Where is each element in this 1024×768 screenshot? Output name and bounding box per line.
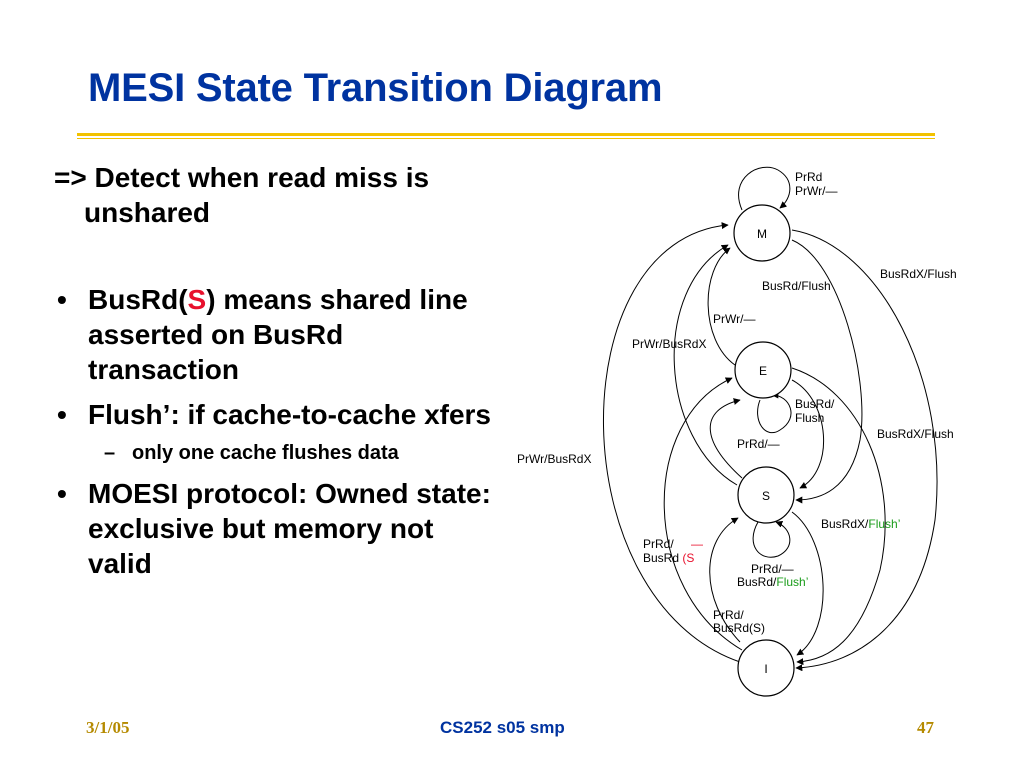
- title-underline: [77, 133, 935, 136]
- bullet-list: => Detect when read miss is unshared • B…: [54, 160, 494, 591]
- arc-s-self: [752, 520, 791, 558]
- state-i-label: I: [764, 662, 767, 676]
- bullet-glyph: •: [57, 284, 67, 315]
- state-i: I: [737, 639, 795, 697]
- footer-date: 3/1/05: [86, 718, 130, 737]
- state-e-label: E: [759, 364, 767, 378]
- label-m-self-2: PrWr/—: [795, 184, 837, 198]
- title-underline-thin: [77, 138, 935, 139]
- transition-labels: PrRd PrWr/— BusRdX/Flush BusRd/Flush PrW…: [517, 170, 957, 635]
- bullet-text-post: ) means shared line asserted on BusRd tr…: [88, 284, 468, 385]
- arc-e-to-s: [791, 379, 825, 489]
- state-m: M: [733, 204, 791, 262]
- bullet-glyph: •: [57, 478, 67, 509]
- arc-m-self: [738, 166, 791, 211]
- state-s-label: S: [762, 489, 770, 503]
- label-e-busrdx-flush: BusRdX/Flush: [877, 427, 954, 441]
- arc-m-to-s-busrd: [791, 239, 863, 504]
- arc-m-to-i-busrdx: [791, 229, 938, 672]
- label-m-busrd-flush: BusRd/Flush: [762, 279, 831, 293]
- arc-e-self: [757, 391, 792, 433]
- label-i-prrd-2: BusRd (S: [643, 551, 694, 565]
- footer-course: CS252 s05 smp: [440, 718, 565, 737]
- bullet-moesi: • MOESI protocol: Owned state: exclusive…: [54, 476, 494, 581]
- arc-e-from-s: [709, 398, 743, 479]
- label-m-busrdx-flush: BusRdX/Flush: [880, 267, 957, 281]
- arc-s-to-m-prwr: [673, 244, 738, 486]
- arc-e-to-i-busrdx: [791, 367, 886, 666]
- label-e-prwr: PrWr/—: [713, 312, 755, 326]
- bullet-glyph: •: [57, 399, 67, 430]
- label-i-prrd-busrd-1: PrRd/: [713, 608, 744, 622]
- arc-s-to-i-busrdx: [791, 511, 824, 656]
- label-s-prwr-busrdx: PrWr/BusRdX: [632, 337, 706, 351]
- arc-i-to-e: [663, 377, 743, 651]
- label-i-prrd-1: PrRd/: [643, 537, 674, 551]
- dash-glyph: –: [104, 442, 116, 464]
- arc-e-to-m-prwr: [707, 247, 736, 366]
- label-e-busrd-1: BusRd/: [795, 397, 835, 411]
- label-m-self-1: PrRd: [795, 170, 822, 184]
- bullet-flush: • Flush’: if cache-to-cache xfers: [54, 397, 494, 432]
- bullet-busrd-shared: • BusRd(S) means shared line asserted on…: [54, 282, 494, 387]
- label-i-prrd-busrd-2: BusRd(S): [713, 621, 765, 635]
- bullet-text-pre: BusRd(: [88, 284, 188, 315]
- intro-text: => Detect when read miss is unshared: [54, 162, 430, 228]
- label-i-prwr-busrdx: PrWr/BusRdX: [517, 452, 591, 466]
- footer-page-number: 47: [917, 718, 934, 737]
- sub-bullet-text: only one cache flushes data: [132, 442, 399, 464]
- state-e: E: [734, 341, 792, 399]
- bullet-text: MOESI protocol: Owned state: exclusive b…: [88, 478, 491, 579]
- arc-i-to-s: [709, 517, 741, 643]
- label-e-prrd: PrRd/—: [737, 437, 780, 451]
- state-s: S: [737, 466, 795, 524]
- shared-signal-s: S: [187, 284, 207, 315]
- slide-title: MESI State Transition Diagram: [88, 66, 663, 110]
- label-s-self-2: BusRd/Flush’: [737, 575, 808, 589]
- arc-i-to-m-prwr: [603, 222, 741, 663]
- state-m-label: M: [757, 227, 767, 241]
- label-s-busrdx: BusRdX/Flush’: [821, 517, 900, 531]
- sub-bullet-one-cache: – only one cache flushes data: [54, 440, 494, 466]
- label-s-self-1: PrRd/—: [751, 562, 794, 576]
- label-e-busrd-2: Flush: [795, 411, 824, 425]
- label-i-prrd-dash: —: [691, 537, 703, 551]
- bullet-text: Flush’: if cache-to-cache xfers: [88, 399, 492, 430]
- transition-arcs: [603, 166, 938, 672]
